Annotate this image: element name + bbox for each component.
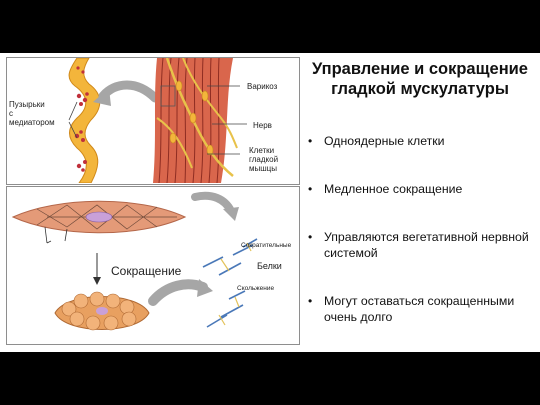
contracted-cell bbox=[54, 291, 150, 331]
bullet-item: • Медленное сокращение bbox=[308, 181, 530, 197]
slide-title: Управление и сокращение гладкой мускулат… bbox=[312, 60, 528, 98]
bullet-dot-icon: • bbox=[308, 134, 313, 148]
contraction-panel: Сократительные Белки Сокращение Скольжен… bbox=[6, 186, 300, 345]
bullet-text: Могут оставаться сокращенными очень долг… bbox=[324, 294, 515, 324]
bullet-text: Одноядерные клетки bbox=[324, 134, 445, 148]
bullet-dot-icon: • bbox=[308, 230, 313, 244]
contraction-drawing bbox=[11, 191, 258, 331]
varicose-label: Варикоз bbox=[247, 82, 278, 91]
contraction-label: Сокращение bbox=[111, 264, 182, 278]
bullet-item: • Одноядерные клетки bbox=[308, 133, 530, 149]
slide: Пузырьки с медиатором Варикоз Нерв Клетк… bbox=[0, 53, 540, 352]
proteins-small-label: Сократительные bbox=[241, 242, 292, 249]
bullet-item: • Могут оставаться сокращенными очень дол… bbox=[308, 293, 530, 325]
sliding-label: Скольжение bbox=[237, 285, 275, 292]
vesicles-label: Пузырьки с медиатором bbox=[9, 100, 55, 127]
muscle-cells-label: Клетки гладкой мышцы bbox=[249, 146, 279, 173]
filaments-sliding bbox=[206, 290, 246, 328]
illustration: Пузырьки с медиатором Варикоз Нерв Клетк… bbox=[6, 57, 300, 345]
nerve-muscle-drawing bbox=[68, 57, 247, 184]
vesicles bbox=[74, 66, 89, 172]
bullet-text: Медленное сокращение bbox=[324, 182, 463, 196]
bullet-dot-icon: • bbox=[308, 182, 313, 196]
filaments-relaxed bbox=[202, 238, 258, 276]
varicose-nerve-left bbox=[68, 57, 101, 184]
proteins-label: Белки bbox=[257, 261, 282, 271]
nerve-muscle-panel: Пузырьки с медиатором Варикоз Нерв Клетк… bbox=[6, 57, 300, 185]
bullet-text: Управляются вегетативной нервной системо… bbox=[324, 230, 529, 260]
bullet-item: • Управляются вегетативной нервной систем… bbox=[308, 229, 530, 261]
bullet-dot-icon: • bbox=[308, 294, 313, 308]
relaxed-cell bbox=[11, 200, 187, 244]
nerve-label: Нерв bbox=[253, 121, 272, 130]
muscle-bundle bbox=[153, 57, 238, 184]
